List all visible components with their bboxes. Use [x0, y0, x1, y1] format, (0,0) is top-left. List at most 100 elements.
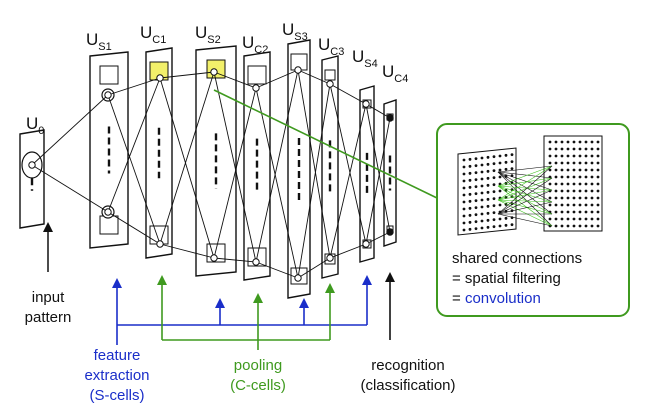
shared-connection: [497, 185, 553, 215]
grid-dot: [566, 210, 570, 214]
recognition-caption-2: (classification): [360, 377, 455, 394]
label-uc4: UC4: [382, 62, 408, 85]
grid-dot: [566, 196, 570, 200]
grid-dot: [560, 147, 564, 151]
connection-line: [365, 103, 391, 233]
connection-line: [107, 77, 161, 213]
grid-dot: [560, 203, 564, 207]
cell-node: [362, 240, 370, 248]
grid-dot: [486, 197, 490, 201]
grid-dot: [572, 203, 576, 207]
grid-dot: [510, 167, 514, 171]
shared-connection: [497, 213, 553, 227]
connection-line: [297, 83, 331, 279]
grid-dot: [554, 217, 558, 221]
feature-caption-3: (S-cells): [90, 387, 145, 404]
grid-dot: [566, 189, 570, 193]
label-uc2: UC2: [242, 33, 268, 56]
grid-dot: [584, 189, 588, 193]
shared-connection: [497, 171, 553, 215]
grid-dot: [560, 217, 564, 221]
connection-line: [213, 71, 257, 263]
grid-dot: [492, 183, 496, 187]
grid-dot: [554, 203, 558, 207]
grid-dot: [480, 198, 484, 202]
grid-dot: [474, 213, 478, 217]
connection-line: [213, 87, 257, 259]
grid-dot: [474, 192, 478, 196]
shared-connection: [497, 171, 553, 227]
connection-line: [107, 211, 161, 245]
shared-connection: [497, 165, 553, 201]
grid-dot: [498, 161, 502, 165]
grid-dot: [498, 168, 502, 172]
feature-caption-2: extraction: [84, 367, 149, 384]
connection-line: [159, 71, 215, 79]
grid-dot: [474, 178, 478, 182]
shared-connection: [497, 177, 553, 215]
connection-line: [255, 261, 299, 279]
shared-connection: [497, 189, 553, 201]
label-us2: US2: [195, 23, 221, 46]
cell-node: [294, 66, 302, 74]
feature-caption-1: feature: [94, 347, 141, 364]
shared-connection: [497, 199, 553, 227]
grid-dot: [590, 168, 594, 172]
grid-dot: [462, 172, 466, 176]
grid-dot: [584, 224, 588, 228]
grid-dot: [492, 204, 496, 208]
connection-line: [255, 87, 299, 279]
label-us4: US4: [352, 47, 378, 70]
grid-dot: [480, 226, 484, 230]
grid-dot: [560, 189, 564, 193]
grid-dot: [578, 175, 582, 179]
grid-dot: [566, 140, 570, 144]
grid-dot: [572, 168, 576, 172]
grid-dot: [560, 224, 564, 228]
grid-dot: [554, 189, 558, 193]
grid-dot: [596, 154, 600, 158]
grid-dot: [468, 157, 472, 161]
inset-line-3: = convolution: [452, 290, 541, 307]
grid-dot: [596, 175, 600, 179]
grid-dot: [584, 175, 588, 179]
grid-dot: [572, 182, 576, 186]
grid-dot: [504, 160, 508, 164]
grid-dot: [510, 160, 514, 164]
grid-dot: [560, 154, 564, 158]
grid-dot: [590, 196, 594, 200]
shared-connection: [497, 189, 553, 215]
grid-dot: [566, 154, 570, 158]
output-node: [387, 115, 393, 121]
cell-node: [294, 274, 302, 282]
grid-dot: [548, 196, 552, 200]
label-uc3: UC3: [318, 35, 344, 58]
connection-line: [159, 77, 215, 259]
pooling-caption-1: pooling: [234, 357, 282, 374]
shared-connection: [497, 185, 553, 203]
connection-lines: [28, 66, 394, 282]
grid-dot: [462, 207, 466, 211]
grid-dot: [462, 179, 466, 183]
inset-line-2: = spatial filtering: [452, 270, 561, 287]
shared-connection: [497, 171, 553, 179]
grid-dot: [578, 196, 582, 200]
grid-dot: [572, 175, 576, 179]
connection-line: [213, 71, 257, 89]
grid-dot: [548, 203, 552, 207]
grid-dot: [462, 214, 466, 218]
grid-dot: [480, 177, 484, 181]
connection-line: [365, 117, 391, 245]
grid-dot: [566, 182, 570, 186]
grid-dot: [566, 203, 570, 207]
grid-dot: [468, 178, 472, 182]
grid-dot: [498, 203, 502, 207]
grid-dot: [462, 200, 466, 204]
grid-dot: [578, 189, 582, 193]
grid-dot: [572, 189, 576, 193]
grid-dot: [492, 162, 496, 166]
label-us3: US3: [282, 20, 308, 43]
grid-dot: [498, 175, 502, 179]
